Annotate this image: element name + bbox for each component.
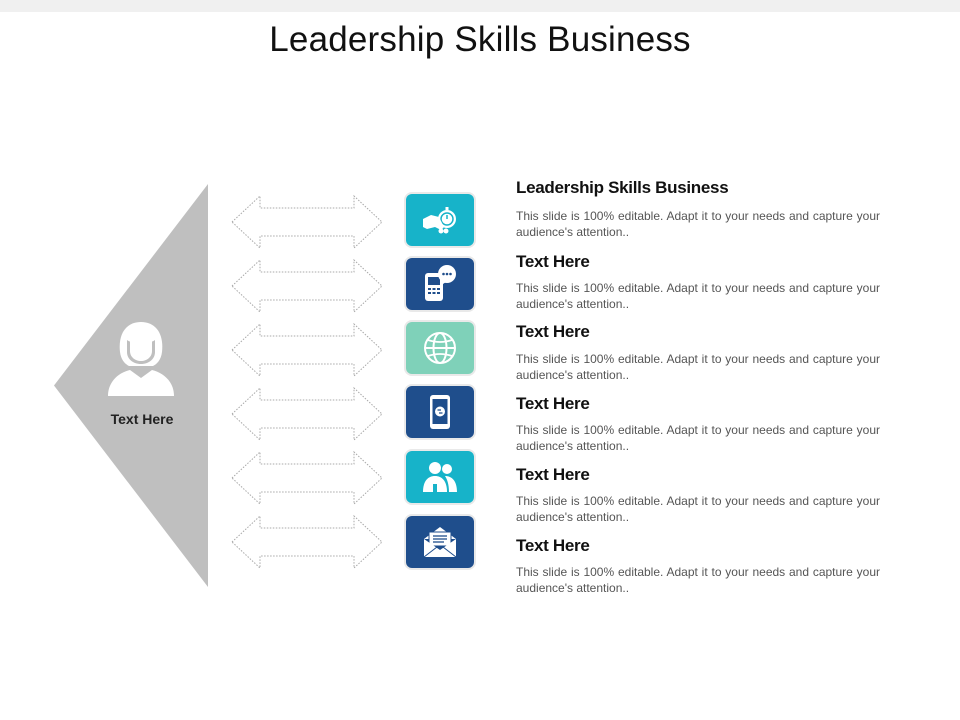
top-bar: [0, 0, 960, 12]
item-description-3: This slide is 100% editable. Adapt it to…: [516, 352, 880, 382]
double-arrow-5: [231, 450, 383, 506]
icon-tile-6: [406, 516, 474, 568]
icon-tile-1: [406, 194, 474, 246]
item-description-6: This slide is 100% editable. Adapt it to…: [516, 565, 880, 595]
double-arrow-3: [231, 322, 383, 378]
item-heading-1: Leadership Skills Business: [516, 178, 729, 197]
item-description-1: This slide is 100% editable. Adapt it to…: [516, 209, 880, 239]
item-description-5: This slide is 100% editable. Adapt it to…: [516, 494, 880, 524]
double-arrow-1: [231, 194, 383, 250]
slide-title: Leadership Skills Business: [269, 20, 691, 59]
person-label: Text Here: [110, 411, 174, 427]
item-heading-2: Text Here: [516, 252, 590, 271]
phone-chat-icon: [425, 265, 456, 301]
users-icon: [423, 462, 457, 492]
icon-tile-4: [406, 386, 474, 438]
item-heading-6: Text Here: [516, 536, 590, 555]
person-icon: [108, 322, 174, 396]
item-heading-3: Text Here: [516, 322, 590, 341]
envelope-icon: [423, 527, 457, 558]
icon-tile-5: [406, 451, 474, 503]
double-arrow-4: [231, 386, 383, 442]
globe-icon: [424, 332, 456, 364]
icon-tile-3: [406, 322, 474, 374]
item-description-4: This slide is 100% editable. Adapt it to…: [516, 423, 880, 453]
arrow-connectors: [231, 194, 383, 570]
double-arrow-6: [231, 514, 383, 570]
item-heading-4: Text Here: [516, 394, 590, 413]
double-arrow-2: [231, 258, 383, 314]
item-heading-5: Text Here: [516, 465, 590, 484]
icon-tile-2: [406, 258, 474, 310]
item-description-2: This slide is 100% editable. Adapt it to…: [516, 281, 880, 311]
smartphone-icon: [430, 395, 450, 429]
hand-stopwatch-icon: [423, 207, 456, 234]
